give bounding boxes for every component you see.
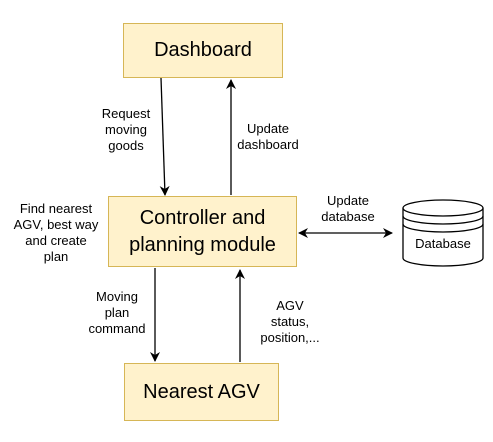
database-label: Database bbox=[415, 236, 471, 251]
nearest-agv-label: Nearest AGV bbox=[143, 380, 260, 403]
update-database-label: Update database bbox=[321, 193, 375, 224]
nearest-agv-box: Nearest AGV bbox=[124, 363, 279, 421]
moving-plan-command-label: Moving plan command bbox=[88, 289, 146, 336]
agv-status-label: AGV status, position,... bbox=[260, 298, 320, 345]
request-moving-goods-label: Request moving goods bbox=[101, 106, 151, 153]
arrow-request-moving-goods bbox=[159, 77, 170, 196]
dashboard-label: Dashboard bbox=[154, 39, 252, 61]
controller-label: Controller and planning module bbox=[129, 206, 276, 256]
database-cylinder-icon bbox=[402, 199, 484, 267]
dashboard-box: Dashboard bbox=[123, 23, 283, 78]
find-nearest-agv-label: Find nearest AGV, best way and create pl… bbox=[13, 201, 99, 264]
controller-box: Controller and planning module bbox=[108, 196, 297, 267]
update-dashboard-label: Update dashboard bbox=[237, 121, 299, 152]
